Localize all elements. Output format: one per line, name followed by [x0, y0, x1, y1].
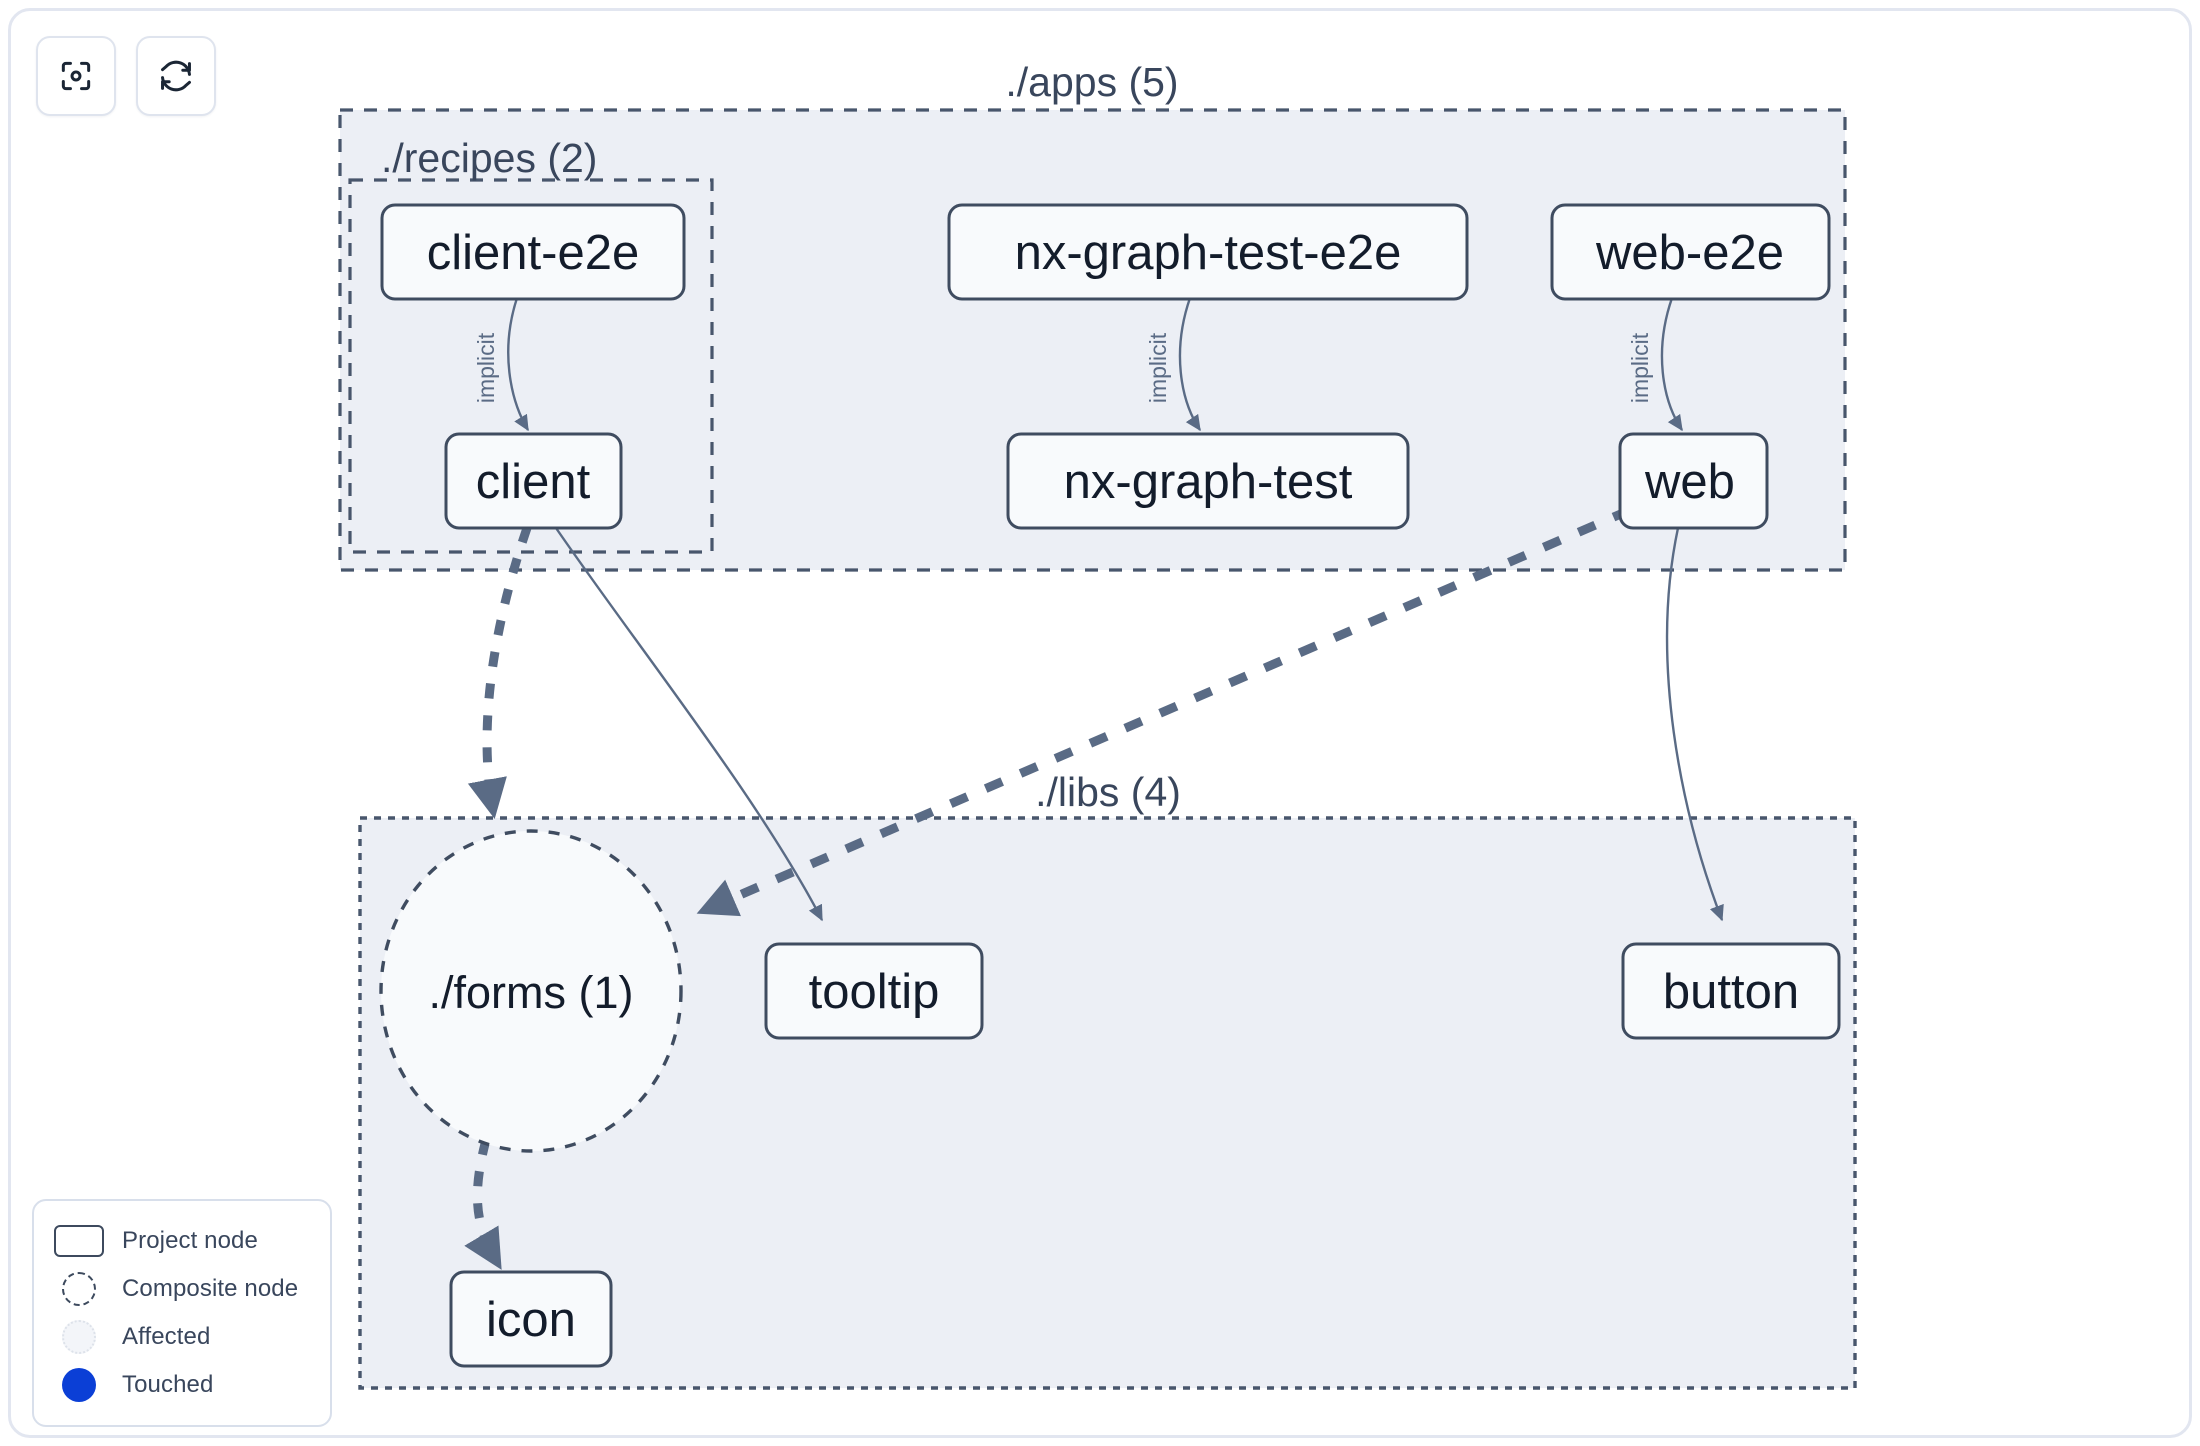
node-web[interactable]: web — [1618, 432, 1769, 530]
graph-toolbar — [36, 36, 216, 116]
node-label: ./forms (1) — [428, 967, 633, 1018]
edge-path — [555, 527, 824, 922]
composite-node-swatch — [52, 1272, 106, 1306]
node-label: nx-graph-test-e2e — [1015, 226, 1402, 280]
node-shape — [1550, 203, 1831, 301]
edge-client-to-forms[interactable] — [467, 526, 532, 819]
edge-client-e2e-to-client[interactable]: implicit — [473, 297, 530, 432]
node-shape — [449, 1270, 613, 1368]
edge-path — [467, 526, 532, 819]
node-nx-graph-test-e2e[interactable]: nx-graph-test-e2e — [947, 203, 1469, 301]
legend-label-project-node: Project node — [122, 1227, 258, 1254]
node-label: tooltip — [809, 965, 940, 1019]
node-shape — [444, 432, 623, 530]
edge-label-implicit: implicit — [1145, 332, 1171, 403]
node-shape — [1618, 432, 1769, 530]
node-client-e2e[interactable]: client-e2e — [380, 203, 686, 301]
node-label: client — [476, 455, 591, 509]
edge-path — [507, 297, 530, 432]
edge-web-e2e-to-web[interactable]: implicit — [1627, 297, 1683, 432]
legend-item-touched: Touched — [52, 1361, 312, 1409]
node-label: icon — [486, 1293, 576, 1347]
edge-web-to-button[interactable] — [1665, 527, 1724, 922]
refresh-icon — [157, 57, 195, 95]
legend-label-touched: Touched — [122, 1371, 214, 1398]
group-recipes-label: ./recipes (2) — [381, 135, 597, 181]
edge-path — [696, 505, 1632, 917]
legend-item-composite-node: Composite node — [52, 1265, 312, 1313]
edge-path — [1665, 527, 1724, 922]
node-label: button — [1663, 965, 1799, 1019]
node-shape — [947, 203, 1469, 301]
edge-label-implicit: implicit — [473, 332, 499, 403]
node-shape — [1621, 942, 1841, 1040]
edge-path — [464, 1138, 502, 1270]
node-shape — [764, 942, 984, 1040]
node-shape-composite — [379, 829, 683, 1153]
edge-web-to-forms[interactable] — [696, 505, 1632, 917]
node-client[interactable]: client — [444, 432, 623, 530]
edge-forms-to-icon[interactable] — [464, 1138, 502, 1270]
node-label: web — [1644, 455, 1735, 509]
group-apps-label: ./apps (5) — [1005, 59, 1178, 105]
node-shape — [380, 203, 686, 301]
node-shape — [1006, 432, 1410, 530]
node-button[interactable]: button — [1621, 942, 1841, 1040]
graph-legend: Project node Composite node Affected Tou… — [32, 1199, 332, 1427]
focus-target-icon — [57, 57, 95, 95]
touched-swatch — [52, 1368, 106, 1402]
refresh-graph-button[interactable] — [136, 36, 216, 116]
legend-label-affected: Affected — [122, 1323, 211, 1350]
edge-path — [1660, 297, 1683, 432]
legend-item-affected: Affected — [52, 1313, 312, 1361]
edge-label-implicit: implicit — [1627, 332, 1653, 403]
project-node-swatch — [52, 1225, 106, 1257]
node-label: nx-graph-test — [1064, 455, 1353, 509]
legend-item-project-node: Project node — [52, 1217, 312, 1265]
node-forms[interactable]: ./forms (1) — [379, 829, 683, 1153]
node-label: client-e2e — [427, 226, 639, 280]
focus-graph-button[interactable] — [36, 36, 116, 116]
edge-client-to-tooltip[interactable] — [555, 527, 824, 922]
legend-label-composite-node: Composite node — [122, 1275, 299, 1302]
edge-nx-graph-test-e2e-to-nx-graph-test[interactable]: implicit — [1145, 297, 1201, 432]
node-label: web-e2e — [1595, 226, 1784, 280]
affected-swatch — [52, 1320, 106, 1354]
node-icon[interactable]: icon — [449, 1270, 613, 1368]
group-libs-label: ./libs (4) — [1035, 769, 1181, 815]
node-nx-graph-test[interactable]: nx-graph-test — [1006, 432, 1410, 530]
edge-path — [1178, 297, 1201, 432]
node-tooltip[interactable]: tooltip — [764, 942, 984, 1040]
node-web-e2e[interactable]: web-e2e — [1550, 203, 1831, 301]
